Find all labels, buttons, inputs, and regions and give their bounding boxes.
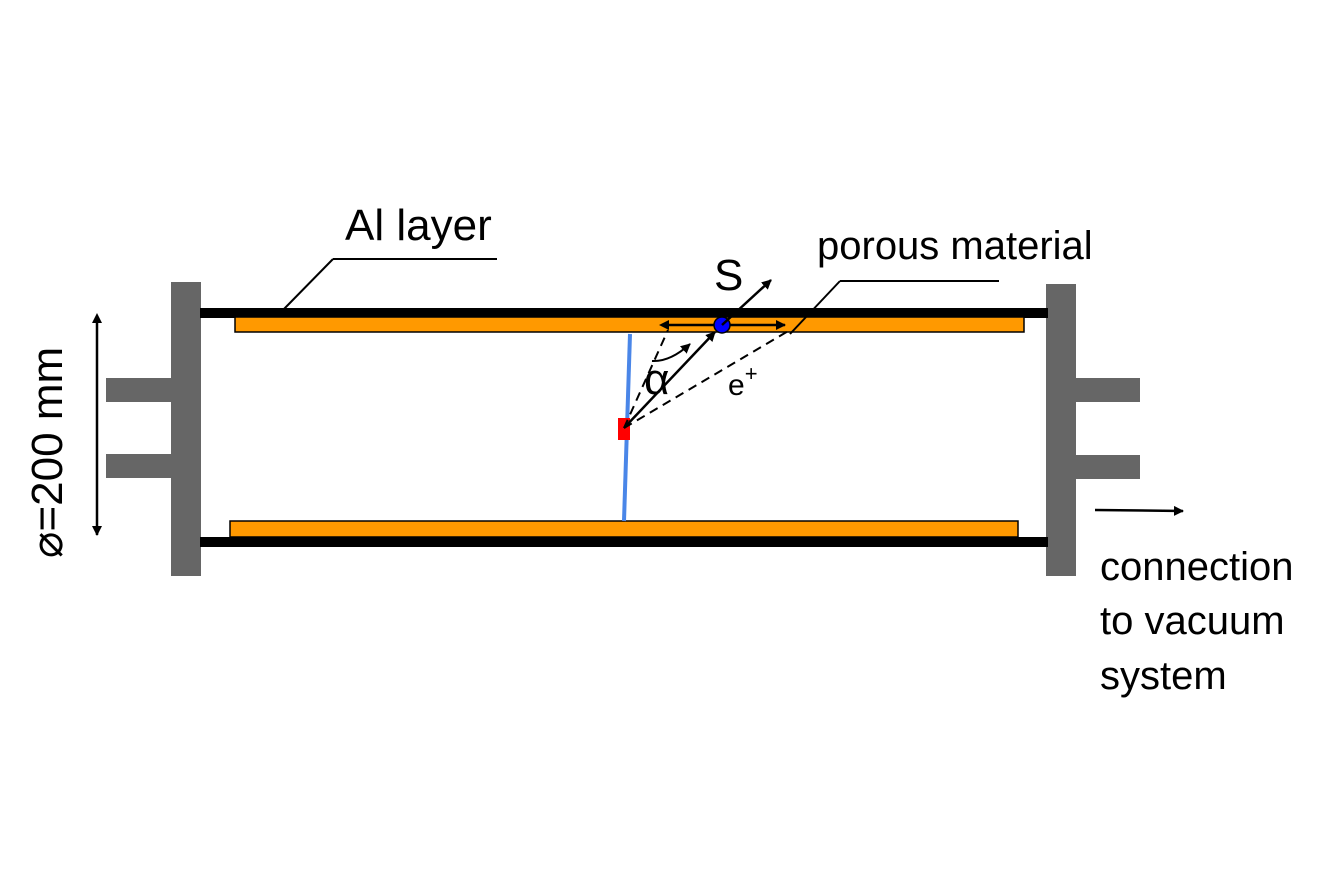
spin-arrow <box>721 279 772 326</box>
connection-label-line1: connection <box>1100 545 1293 589</box>
connection-label-line2: to vacuum <box>1100 599 1285 643</box>
porous-material-label: porous material <box>817 224 1093 268</box>
spin-label: S <box>714 251 743 300</box>
right-flange <box>1046 284 1140 576</box>
angle-arc <box>651 343 691 363</box>
positron-symbol: e <box>728 369 745 402</box>
left-flange <box>106 282 201 576</box>
positron-source <box>618 418 630 440</box>
porous-layer-top <box>234 316 1025 333</box>
diameter-label: ⌀=200 mm <box>23 347 72 558</box>
positron-label: e+ <box>728 361 758 402</box>
tube-wall <box>200 308 1048 547</box>
dashed-normal-line <box>623 329 669 429</box>
emission-arrow <box>623 331 716 429</box>
angle-label: α <box>644 355 669 404</box>
connection-label-line3: system <box>1100 654 1227 698</box>
vacuum-arrow <box>1094 505 1184 516</box>
positron-charge: + <box>745 361 758 386</box>
porous-leader <box>789 280 841 335</box>
dashed-positron-line <box>623 329 791 429</box>
al-layer-label: Al layer <box>345 201 492 250</box>
al-layer-leader <box>282 258 334 311</box>
porous-layer-bottom <box>229 520 1019 538</box>
